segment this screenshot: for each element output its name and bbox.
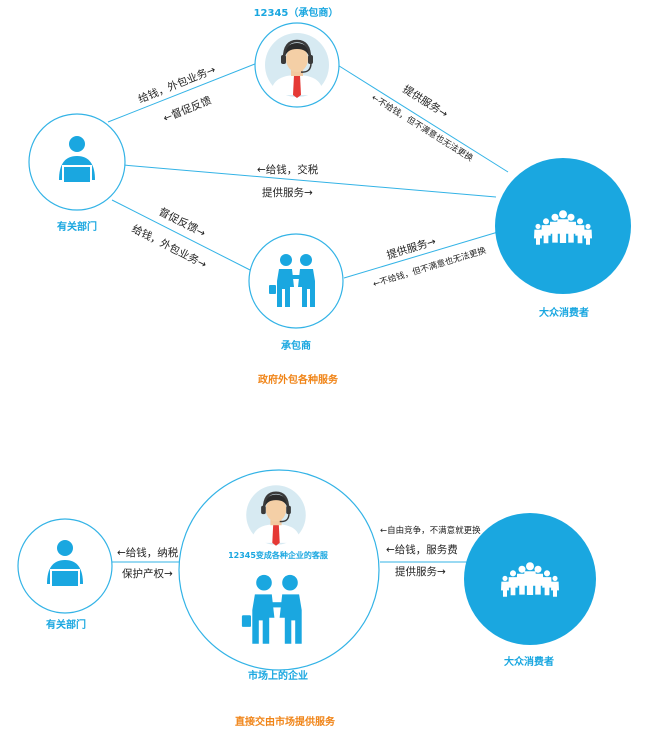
top-public-label: 大众消费者	[539, 306, 589, 319]
bottom-market-label: 市场上的企业	[248, 669, 308, 682]
top-hotline-node: 12345（承包商）	[254, 6, 340, 108]
top-diagram: 有关部门 12345（承包商） 承包商 大众消费者 给钱，外包业务→ ←督促反馈…	[28, 6, 631, 386]
bottom-public-node: 大众消费者	[464, 513, 596, 668]
edge-from-public-1: ←自由竞争，不满意就更换	[380, 525, 481, 536]
top-contractor-label: 承包商	[281, 339, 311, 352]
edge-to-market-1: ←给钱，纳税	[117, 546, 179, 559]
edge-public-to-dept: ←给钱，交税	[257, 163, 319, 176]
top-department-node: 有关部门	[28, 113, 126, 233]
top-contractor-node: 承包商	[248, 233, 344, 352]
top-connector-lines	[107, 61, 509, 279]
edge-to-market-2: 保护产权→	[122, 567, 173, 580]
headset-operator-icon	[245, 484, 307, 547]
edge-dept-to-public: 提供服务→	[262, 186, 313, 199]
bottom-hotline-label: 12345变成各种企业的客服	[228, 550, 329, 560]
edge-to-public: 提供服务→	[395, 565, 446, 578]
bottom-department-label: 有关部门	[46, 618, 86, 631]
bottom-public-label: 大众消费者	[504, 655, 554, 668]
top-caption: 政府外包各种服务	[258, 373, 339, 386]
headset-operator-icon	[263, 31, 331, 100]
bottom-caption: 直接交由市场提供服务	[235, 715, 336, 728]
top-department-label: 有关部门	[57, 220, 97, 233]
bottom-market-node: 12345变成各种企业的客服 市场上的企业	[178, 469, 380, 682]
top-public-node: 大众消费者	[495, 158, 631, 319]
edge-from-public-2: ←给钱，服务费	[386, 543, 458, 556]
top-hotline-label: 12345（承包商）	[254, 6, 339, 19]
bottom-department-node: 有关部门	[17, 518, 113, 631]
edge-contractor-to-dept: 督促反馈→	[157, 205, 208, 240]
bottom-diagram: 有关部门 12345变成各种企业的客服 市场上的企业 大众消费者 ←给钱，纳税 …	[17, 469, 596, 728]
